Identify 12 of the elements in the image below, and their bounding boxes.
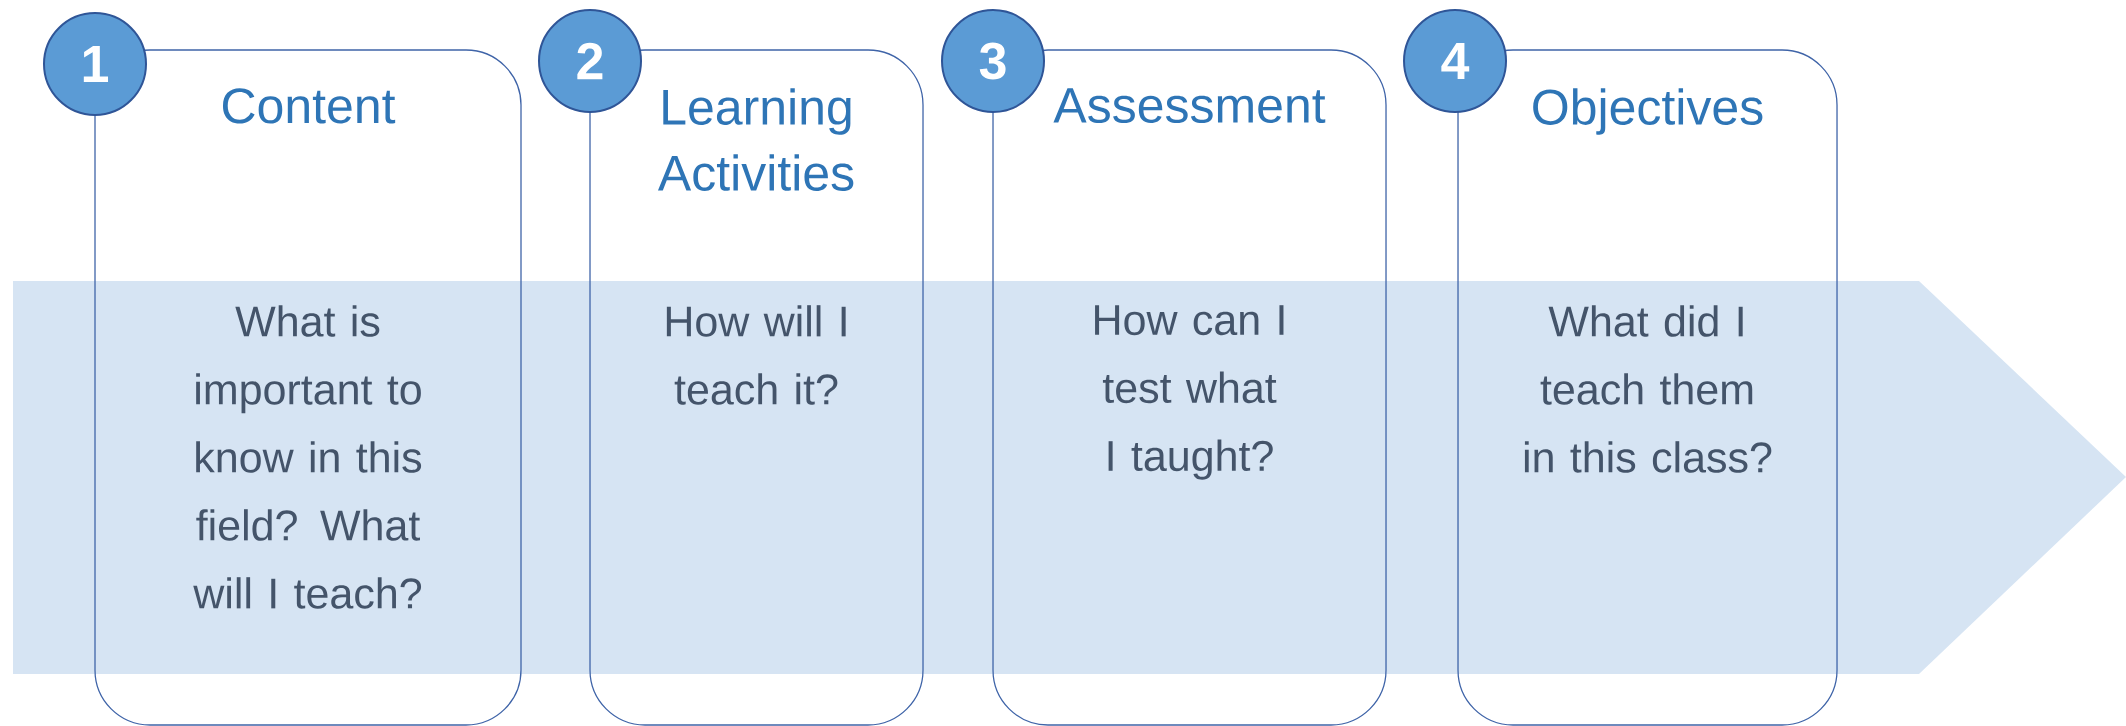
stage-question: How can I test what I taught? xyxy=(1095,305,1284,480)
stage-title: Learning Activities xyxy=(657,88,854,191)
stage-title: Content xyxy=(223,88,396,124)
number-badge: 4 xyxy=(1403,9,1507,113)
stage-question: What did I teach them in this class? xyxy=(1524,305,1772,473)
stage-question: How will I teach it? xyxy=(666,305,846,405)
number-badge: 3 xyxy=(941,9,1045,113)
stage-title: Objectives xyxy=(1533,88,1763,135)
number-badge: 2 xyxy=(538,9,642,113)
number-badge: 1 xyxy=(43,12,147,116)
stage-title: Assessment xyxy=(1053,88,1326,124)
stage-question: What is important to know in this field? What will I teach? xyxy=(193,305,422,609)
